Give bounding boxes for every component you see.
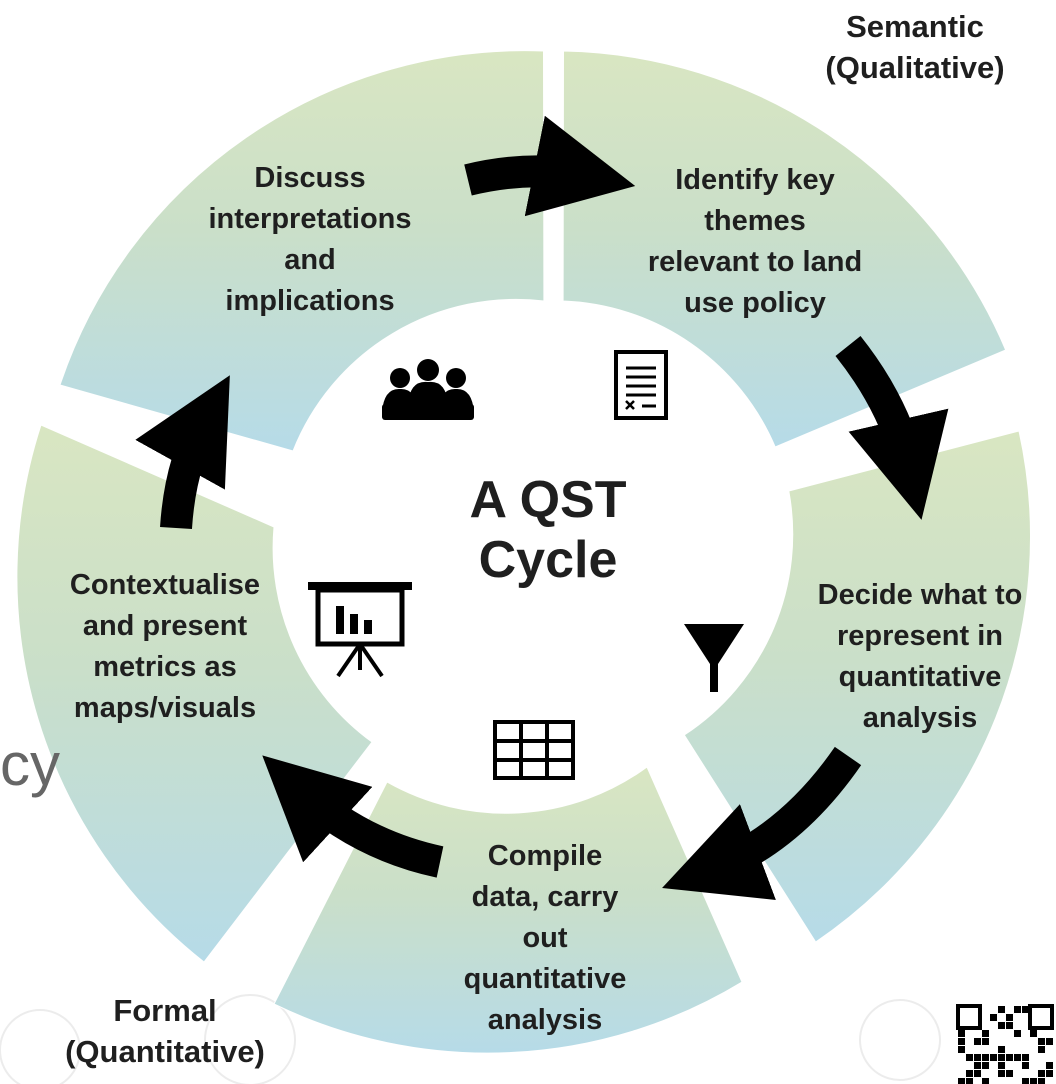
step-line: Contextualise <box>69 569 261 601</box>
people-meeting-icon <box>382 359 474 420</box>
arrow-identify-to-decide <box>835 336 949 520</box>
semantic-label: Semantic (Qualitative) <box>795 6 1035 88</box>
center-title-line1: A QST <box>469 471 627 529</box>
document-icon <box>614 350 668 420</box>
step-line: analysis <box>487 1004 603 1036</box>
background-watermark-icons <box>0 994 941 1084</box>
step-line: and <box>284 244 336 276</box>
cycle-arrows <box>135 115 949 900</box>
step-line: Identify key <box>675 164 835 196</box>
formal-label-line1: Formal <box>113 993 217 1028</box>
step-line: use policy <box>684 287 826 319</box>
step-line: data, carry <box>471 881 619 913</box>
step-line: Decide what to <box>817 579 1023 611</box>
step-line: Discuss <box>254 162 366 194</box>
arrow-decide-to-compile <box>662 746 862 900</box>
step-present-label: Contextualise and present metrics as map… <box>30 565 300 729</box>
step-line: and present <box>82 610 248 642</box>
arrow-present-to-discuss <box>135 375 230 530</box>
segment-discuss <box>59 50 545 452</box>
qr-code-image <box>955 1003 1056 1084</box>
step-line: maps/visuals <box>73 692 257 724</box>
step-line: represent in <box>837 620 1003 652</box>
center-title-line2: Cycle <box>478 531 618 589</box>
formal-label-line2: (Quantitative) <box>65 1034 265 1069</box>
arrow-discuss-to-identify <box>464 115 636 217</box>
step-line: implications <box>225 285 395 317</box>
step-line: interpretations <box>208 203 412 235</box>
step-line: quantitative <box>838 661 1002 693</box>
step-line: metrics as <box>93 651 237 683</box>
table-grid-icon <box>493 720 575 780</box>
step-line: relevant to land <box>647 246 863 278</box>
step-line: Compile <box>487 840 603 872</box>
step-discuss-label: Discuss interpretations and implications <box>180 158 440 322</box>
funnel-icon <box>684 624 744 692</box>
semantic-label-line2: (Qualitative) <box>825 50 1005 85</box>
presentation-board-icon <box>308 582 412 678</box>
step-line: out <box>522 922 568 954</box>
segment-identify <box>562 50 1007 448</box>
semantic-label-line1: Semantic <box>846 9 984 44</box>
step-line: quantitative <box>463 963 627 995</box>
center-title: A QST Cycle <box>418 470 678 590</box>
background-text-fragment: cy <box>0 731 60 798</box>
arrow-compile-to-present <box>262 755 444 878</box>
step-line: analysis <box>862 702 978 734</box>
step-decide-label: Decide what to represent in quantitative… <box>790 575 1050 739</box>
step-identify-label: Identify key themes relevant to land use… <box>610 160 900 324</box>
step-line: themes <box>704 205 806 237</box>
formal-label: Formal (Quantitative) <box>30 990 300 1072</box>
step-compile-label: Compile data, carry out quantitative ana… <box>430 836 660 1041</box>
